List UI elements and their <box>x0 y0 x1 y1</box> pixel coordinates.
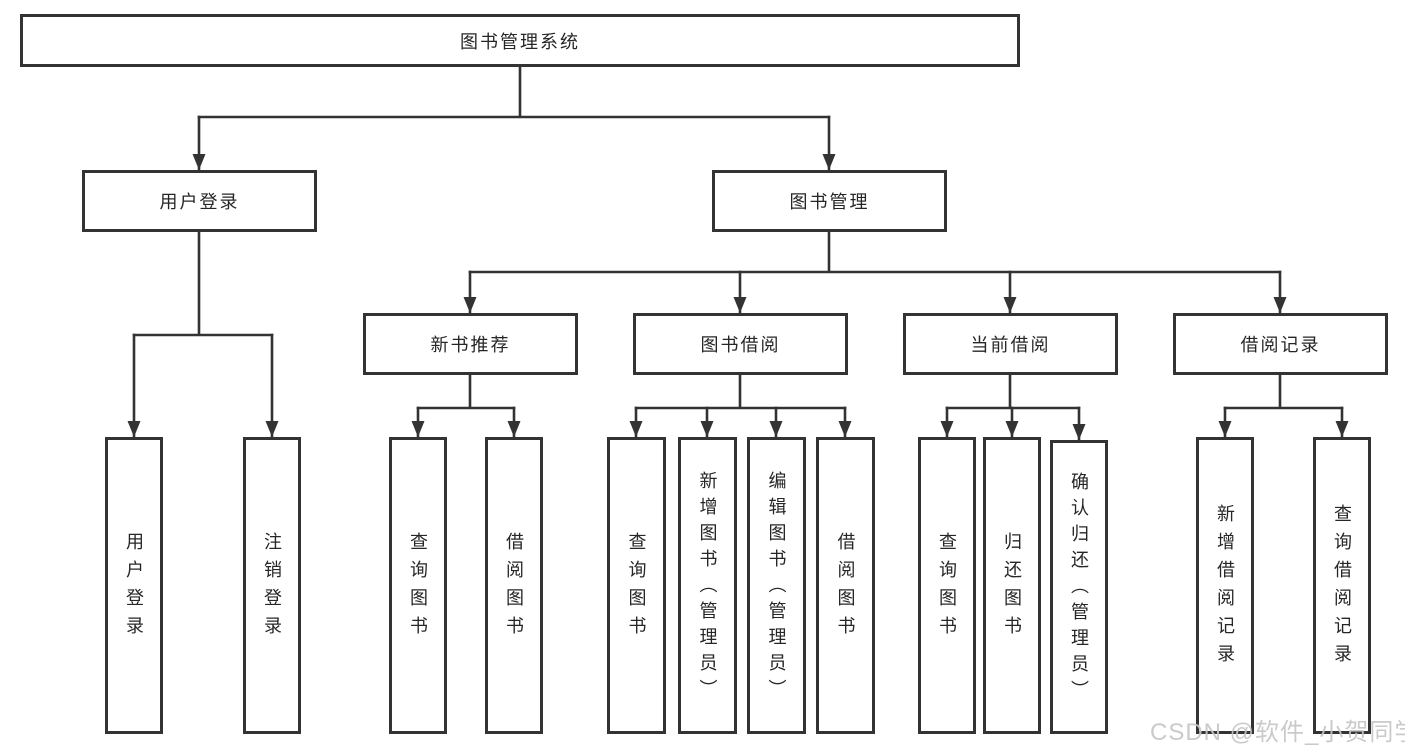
edge-bookborrow-to-leaves <box>629 373 852 439</box>
node-book-borrowing: 图书借阅 <box>633 313 848 375</box>
node-user-login: 用户登录 <box>82 170 317 232</box>
node-book-management: 图书管理 <box>712 170 947 232</box>
leaf-add-borrow-record: 新增借阅记录 <box>1196 437 1254 734</box>
leaf-edit-books-admin: 编辑图书（管理员） <box>747 437 806 734</box>
leaf-borrow-books-borrow: 借阅图书 <box>816 437 875 734</box>
edge-borrowrecords-to-leaves <box>1218 373 1349 439</box>
node-borrowing-records: 借阅记录 <box>1173 313 1388 375</box>
edge-currentborrow-to-leaves <box>940 373 1086 442</box>
edge-root-to-level2 <box>192 65 836 172</box>
leaf-query-books-recommend: 查询图书 <box>389 437 447 734</box>
leaf-user-login: 用户登录 <box>105 437 163 734</box>
leaf-query-books-current: 查询图书 <box>918 437 976 734</box>
node-current-borrowing: 当前借阅 <box>903 313 1118 375</box>
csdn-watermark: CSDN @软件_小贺同学 <box>1150 719 1405 746</box>
edge-bookmgmt-to-level3 <box>463 230 1287 315</box>
leaf-query-books-borrow: 查询图书 <box>607 437 666 734</box>
leaf-borrow-books-recommend: 借阅图书 <box>485 437 543 734</box>
leaf-add-books-admin: 新增图书（管理员） <box>678 437 737 734</box>
leaf-query-borrow-record: 查询借阅记录 <box>1313 437 1371 734</box>
leaf-logout: 注销登录 <box>243 437 301 734</box>
edge-userlogin-to-leaves <box>127 230 279 439</box>
node-new-book-recommendation: 新书推荐 <box>363 313 578 375</box>
leaf-return-books: 归还图书 <box>983 437 1041 734</box>
leaf-confirm-return-admin: 确认归还（管理员） <box>1050 440 1108 734</box>
node-library-management-system: 图书管理系统 <box>20 14 1020 67</box>
edge-newbookrec-to-leaves <box>411 373 521 439</box>
